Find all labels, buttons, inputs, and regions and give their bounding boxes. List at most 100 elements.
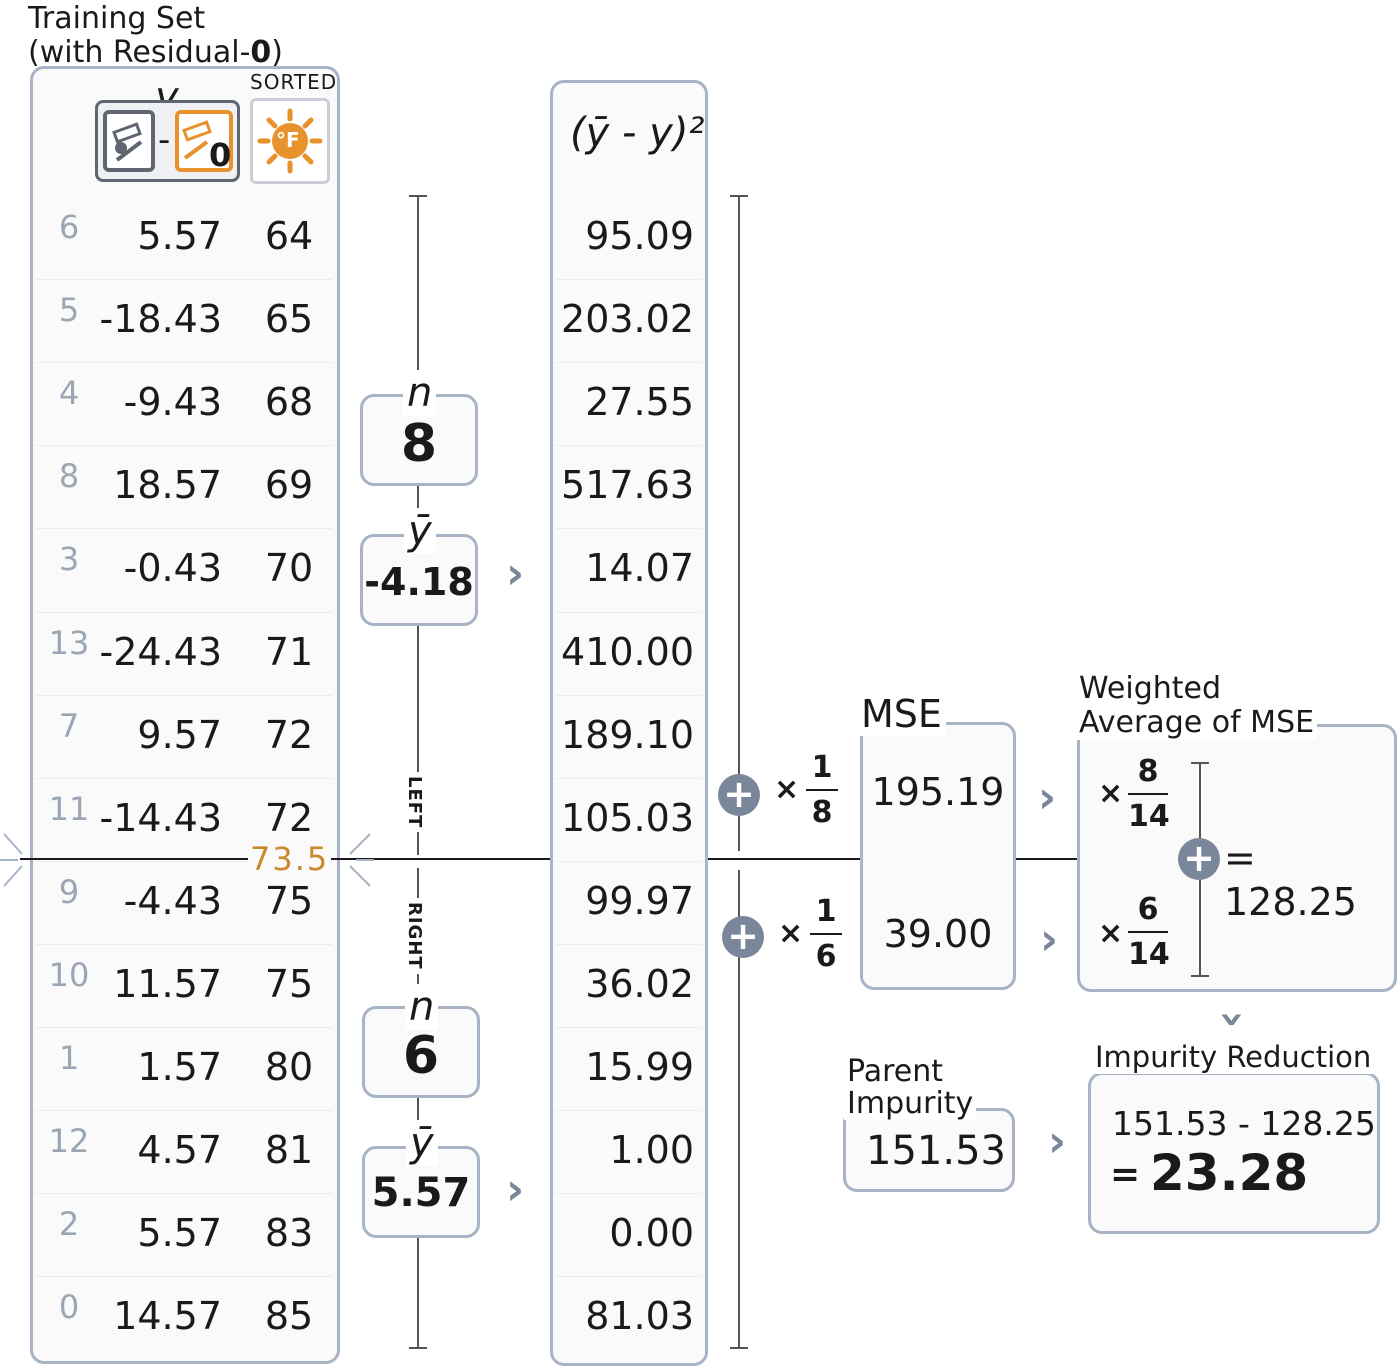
right-mse-arrow-icon: › bbox=[1040, 914, 1059, 965]
squared-error-value: 99.97 bbox=[585, 878, 694, 923]
residual-value: 11.57 bbox=[113, 961, 222, 1006]
row-separator bbox=[36, 860, 332, 862]
residual-value: 1.57 bbox=[137, 1045, 222, 1089]
split-value: 73.5 bbox=[248, 840, 332, 878]
squared-error-value: 81.03 bbox=[585, 1294, 694, 1339]
right-sum-bracket-bottom bbox=[730, 1347, 748, 1349]
left-label: LEFT bbox=[404, 772, 425, 833]
impurity-reduction-result: 23.28 bbox=[1150, 1144, 1309, 1202]
right-mse-denominator: 6 bbox=[815, 939, 837, 974]
parent-impurity-title: Parent Impurity bbox=[844, 1056, 977, 1120]
training-set-title-line2: (with Residual-0) bbox=[28, 36, 283, 70]
row-index: 10 bbox=[48, 955, 90, 994]
training-set-title-text: (with Residual- bbox=[28, 35, 251, 70]
squared-error-value: 189.10 bbox=[561, 712, 694, 757]
row-separator bbox=[36, 279, 332, 281]
weighted-left-fraction: 8 14 bbox=[1128, 754, 1170, 834]
squared-error-value: 27.55 bbox=[585, 380, 694, 425]
parent-title-line2: Impurity bbox=[844, 1088, 977, 1120]
temperature-value: 68 bbox=[264, 380, 314, 425]
squared-error-value: 105.03 bbox=[561, 795, 694, 840]
weighted-left-denominator: 14 bbox=[1128, 799, 1170, 834]
row-index: 7 bbox=[58, 706, 80, 745]
right-ybar-box bbox=[362, 1146, 480, 1238]
split-left-spark-icon bbox=[0, 833, 23, 887]
squared-error-header: (ȳ - y)² bbox=[570, 110, 705, 156]
right-bracket-bottom bbox=[409, 1347, 427, 1349]
residual-value: 4.57 bbox=[137, 1128, 222, 1173]
row-index: 12 bbox=[48, 1122, 90, 1161]
split-right-spark-icon bbox=[349, 833, 374, 887]
temperature-icon: °F bbox=[250, 98, 330, 184]
row-index: 1 bbox=[58, 1039, 80, 1077]
impurity-reduction-box bbox=[1088, 1072, 1380, 1234]
squared-row-separator bbox=[556, 528, 702, 530]
squared-row-separator bbox=[556, 777, 702, 779]
row-separator bbox=[36, 1193, 332, 1195]
row-separator bbox=[36, 1276, 332, 1278]
right-times: × bbox=[778, 916, 804, 951]
parent-arrow-icon: › bbox=[1048, 1116, 1067, 1167]
temperature-value: 72 bbox=[264, 795, 314, 840]
temperature-value: 71 bbox=[264, 629, 314, 674]
residual-value: 14.57 bbox=[113, 1294, 222, 1339]
weighted-right-fraction: 6 14 bbox=[1128, 892, 1170, 972]
training-set-title-line1: Training Set bbox=[28, 1, 206, 36]
left-ybar-symbol: ȳ bbox=[404, 508, 436, 554]
residual-value: 18.57 bbox=[113, 463, 222, 508]
weighted-left-times: × bbox=[1098, 776, 1124, 811]
right-label: RIGHT bbox=[404, 898, 425, 974]
row-separator bbox=[36, 528, 332, 530]
squared-row-separator bbox=[556, 1276, 702, 1278]
right-bracket-line bbox=[417, 868, 419, 1348]
left-sum-bracket bbox=[738, 195, 740, 851]
weighted-left-numerator: 8 bbox=[1137, 754, 1159, 789]
squared-row-separator bbox=[556, 279, 702, 281]
squared-row-separator bbox=[556, 694, 702, 696]
row-index: 8 bbox=[58, 457, 80, 496]
impurity-reduction-title: Impurity Reduction bbox=[1092, 1040, 1375, 1074]
squared-row-separator bbox=[556, 943, 702, 945]
mse-box bbox=[860, 722, 1016, 990]
row-separator bbox=[36, 362, 332, 364]
row-index: 2 bbox=[58, 1205, 80, 1244]
fahrenheit-label: °F bbox=[276, 128, 300, 152]
residual-value: 5.57 bbox=[137, 214, 222, 258]
residual-icon bbox=[103, 110, 155, 172]
sorted-label: SORTED bbox=[250, 70, 338, 94]
residual-value: -9.43 bbox=[123, 380, 222, 425]
squared-error-value: 0.00 bbox=[609, 1211, 694, 1256]
row-separator bbox=[36, 943, 332, 945]
temperature-value: 75 bbox=[264, 878, 314, 923]
left-arrow-icon: › bbox=[506, 548, 525, 599]
right-sum-bracket bbox=[738, 870, 740, 1348]
row-separator bbox=[36, 1110, 332, 1112]
squared-row-separator bbox=[556, 860, 702, 862]
left-mse-fraction: 1 8 bbox=[806, 750, 838, 830]
zero-subscript: 0 bbox=[209, 136, 232, 174]
training-set-title: Training Set (with Residual-0) bbox=[28, 2, 283, 70]
right-n-symbol: n bbox=[405, 984, 439, 1030]
residual-zero: 0 bbox=[250, 35, 272, 70]
row-separator bbox=[36, 777, 332, 779]
squared-error-value: 203.02 bbox=[561, 297, 694, 342]
residual-value: -14.43 bbox=[99, 795, 223, 840]
squared-error-value: 95.09 bbox=[585, 214, 694, 258]
row-index: 4 bbox=[58, 374, 80, 413]
weighted-result: = 128.25 bbox=[1224, 836, 1357, 924]
left-bracket-top bbox=[409, 195, 427, 197]
left-n-symbol: n bbox=[403, 370, 437, 416]
left-mse-arrow-icon: › bbox=[1038, 772, 1057, 823]
squared-error-value: 517.63 bbox=[561, 463, 694, 508]
weighted-title-line2: Average of MSE bbox=[1076, 706, 1318, 740]
right-mse-numerator: 1 bbox=[815, 894, 837, 929]
weighted-down-arrow-icon: › bbox=[1207, 1010, 1259, 1029]
row-separator bbox=[36, 611, 332, 613]
row-index: 13 bbox=[48, 623, 90, 662]
left-n-value: 8 bbox=[400, 414, 438, 474]
squared-row-separator bbox=[556, 611, 702, 613]
right-mse-value: 39.00 bbox=[883, 912, 993, 956]
row-index: 5 bbox=[58, 291, 80, 330]
minus-sign: - bbox=[158, 120, 171, 160]
weighted-right-numerator: 6 bbox=[1137, 892, 1159, 927]
